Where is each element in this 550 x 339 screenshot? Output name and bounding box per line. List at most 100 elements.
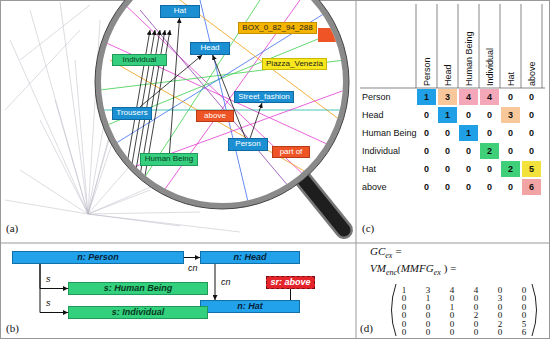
edge-label: cn [220, 277, 232, 287]
node-label: BOX_0_82_94_288 [242, 24, 312, 33]
table-cell: 0 [417, 161, 436, 177]
graph-edge [105, 10, 330, 150]
table-cell: 2 [501, 161, 520, 177]
node-box: n: Hat [200, 300, 300, 313]
matrix-bracket [392, 284, 397, 336]
math-symbol: (MMFG [397, 262, 434, 274]
concept-box: Street_fashion [234, 91, 294, 103]
object-box: BOX_0_82_94_288 [238, 22, 317, 34]
column-header: Human Being [464, 31, 474, 86]
table-rule [542, 4, 543, 88]
node-label: Person [235, 140, 260, 149]
table-cell: 0 [522, 143, 541, 159]
concept-box: Head [190, 42, 230, 55]
synonym-box: Human Being [140, 153, 198, 166]
edge-label: s [45, 274, 52, 284]
concept-box: Hat [160, 5, 200, 18]
row-header: Human Being [362, 127, 417, 139]
node-label: Individual [123, 56, 157, 65]
table-cell: 0 [522, 89, 541, 105]
table-cell: 0 [501, 179, 520, 195]
table-cell: 1 [459, 125, 478, 141]
graph-edge [98, 90, 345, 180]
row-header: Person [362, 91, 391, 103]
edge-label: s [45, 298, 52, 308]
table-cell: 0 [438, 179, 457, 195]
graph-line [40, 120, 88, 214]
node-label: Trousers [116, 109, 147, 118]
column-header: Head [443, 64, 453, 86]
node-label: above [204, 112, 226, 121]
table-cell: 0 [480, 179, 499, 195]
place-box: Piazza_Venezia [262, 58, 327, 70]
table-cell: 0 [417, 107, 436, 123]
table-cell: 0 [480, 161, 499, 177]
row-header: above [362, 181, 387, 193]
node-label: Piazza_Venezia [266, 60, 323, 69]
edge-label: cn [187, 263, 199, 273]
column-header: Individual [485, 48, 495, 86]
connector [184, 257, 200, 258]
panel-divider [0, 243, 550, 244]
node-label: Hat [174, 7, 186, 16]
table-cell: 0 [522, 125, 541, 141]
table-rule [458, 4, 459, 88]
graph-line [20, 5, 90, 60]
math-symbol: ) = [444, 262, 457, 274]
graph-line [88, 212, 200, 214]
math-symbol: GC [370, 245, 385, 257]
connector [250, 103, 262, 138]
panel-label: (c) [362, 222, 374, 234]
table-cell: 1 [417, 89, 436, 105]
graph-line [5, 30, 80, 110]
table-cell: 5 [522, 161, 541, 177]
node-box: n: Person [12, 251, 184, 264]
graph-line [55, 100, 88, 214]
equation-line: GCex= [370, 244, 402, 263]
node-label: part of [280, 148, 303, 157]
column-header: Person [422, 57, 432, 86]
connector [40, 264, 68, 313]
table-cell: 0 [459, 161, 478, 177]
lens-graph [95, 0, 345, 210]
table-rule [521, 4, 522, 88]
graph-line [60, 2, 88, 214]
table-rule [416, 4, 417, 88]
matrix-entry: 6 [517, 328, 531, 337]
node-label: Head [200, 44, 219, 53]
row-header: Individual [362, 145, 400, 157]
row-header: Head [362, 109, 384, 121]
connectors [40, 18, 291, 313]
graph-line [88, 20, 100, 214]
table-rule [500, 4, 501, 88]
column-header: above [527, 61, 537, 86]
node-label: n: Head [233, 253, 266, 263]
table-cell: 0 [438, 161, 457, 177]
table-cell: 0 [459, 143, 478, 159]
graph-line [88, 214, 180, 226]
node-label: Human Being [145, 155, 193, 164]
math-subscript: enc [386, 268, 397, 277]
panel-label: (d) [360, 322, 373, 334]
table-cell: 0 [459, 107, 478, 123]
graph-line [88, 214, 240, 232]
table-cell: 0 [417, 143, 436, 159]
matrix-bracket [532, 284, 537, 336]
graph-edge [140, 10, 300, 200]
column-header: Hat [506, 72, 516, 86]
magnifier-handle [302, 178, 344, 230]
graph-edge [180, 0, 340, 120]
panel-divider [356, 0, 357, 339]
table-cell: 0 [501, 89, 520, 105]
matrix-entry: 0 [445, 328, 459, 337]
synonym-box: s: Human Being [68, 282, 208, 295]
table-cell: 0 [522, 107, 541, 123]
panel-label: (b) [6, 322, 19, 334]
equation-line: VMenc(MMFGex) = [370, 261, 456, 280]
table-cell: 0 [417, 179, 436, 195]
concept-box: Trousers [112, 107, 152, 120]
synonym-box: s: Individual [68, 306, 208, 319]
graph-line [88, 190, 150, 214]
